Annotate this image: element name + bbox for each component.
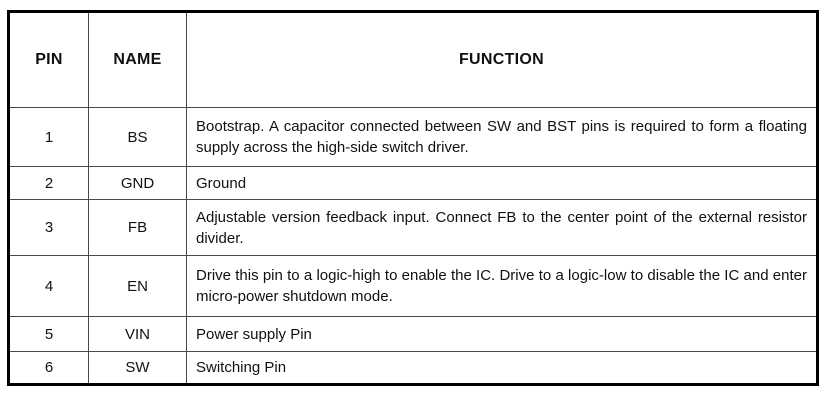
table-row-pin3: 3 FB Adjustable version feedback input. …	[8, 199, 818, 256]
header-function: FUNCTION	[186, 11, 818, 108]
table-header-row: PIN NAME FUNCTION	[8, 11, 818, 108]
table-row-pin4: 4 EN Drive this pin to a logic-high to e…	[8, 255, 818, 317]
pin-function: Drive this pin to a logic-high to enable…	[186, 255, 818, 317]
table-row-pin2: 2 GND Ground	[8, 166, 818, 200]
pin-function: Switching Pin	[186, 351, 818, 385]
pin-function: Power supply Pin	[186, 316, 818, 352]
header-pin: PIN	[8, 11, 89, 108]
pin-number: 1	[8, 107, 89, 167]
pin-number: 2	[8, 166, 89, 200]
pin-function: Ground	[186, 166, 818, 200]
pin-function: Adjustable version feedback input. Conne…	[186, 199, 818, 256]
pin-name: SW	[88, 351, 187, 385]
header-name: NAME	[88, 11, 187, 108]
pin-name: GND	[88, 166, 187, 200]
pin-function: Bootstrap. A capacitor connected between…	[186, 107, 818, 167]
table-row-pin5: 5 VIN Power supply Pin	[8, 316, 818, 352]
table-row-pin6: 6 SW Switching Pin	[8, 351, 818, 385]
pin-number: 3	[8, 199, 89, 256]
table-row-pin1: 1 BS Bootstrap. A capacitor connected be…	[8, 107, 818, 167]
pin-number: 6	[8, 351, 89, 385]
pin-name: FB	[88, 199, 187, 256]
pin-name: BS	[88, 107, 187, 167]
pin-number: 4	[8, 255, 89, 317]
pin-number: 5	[8, 316, 89, 352]
pin-name: EN	[88, 255, 187, 317]
pin-function-table: PIN NAME FUNCTION 1 BS Bootstrap. A capa…	[7, 10, 819, 386]
pin-name: VIN	[88, 316, 187, 352]
